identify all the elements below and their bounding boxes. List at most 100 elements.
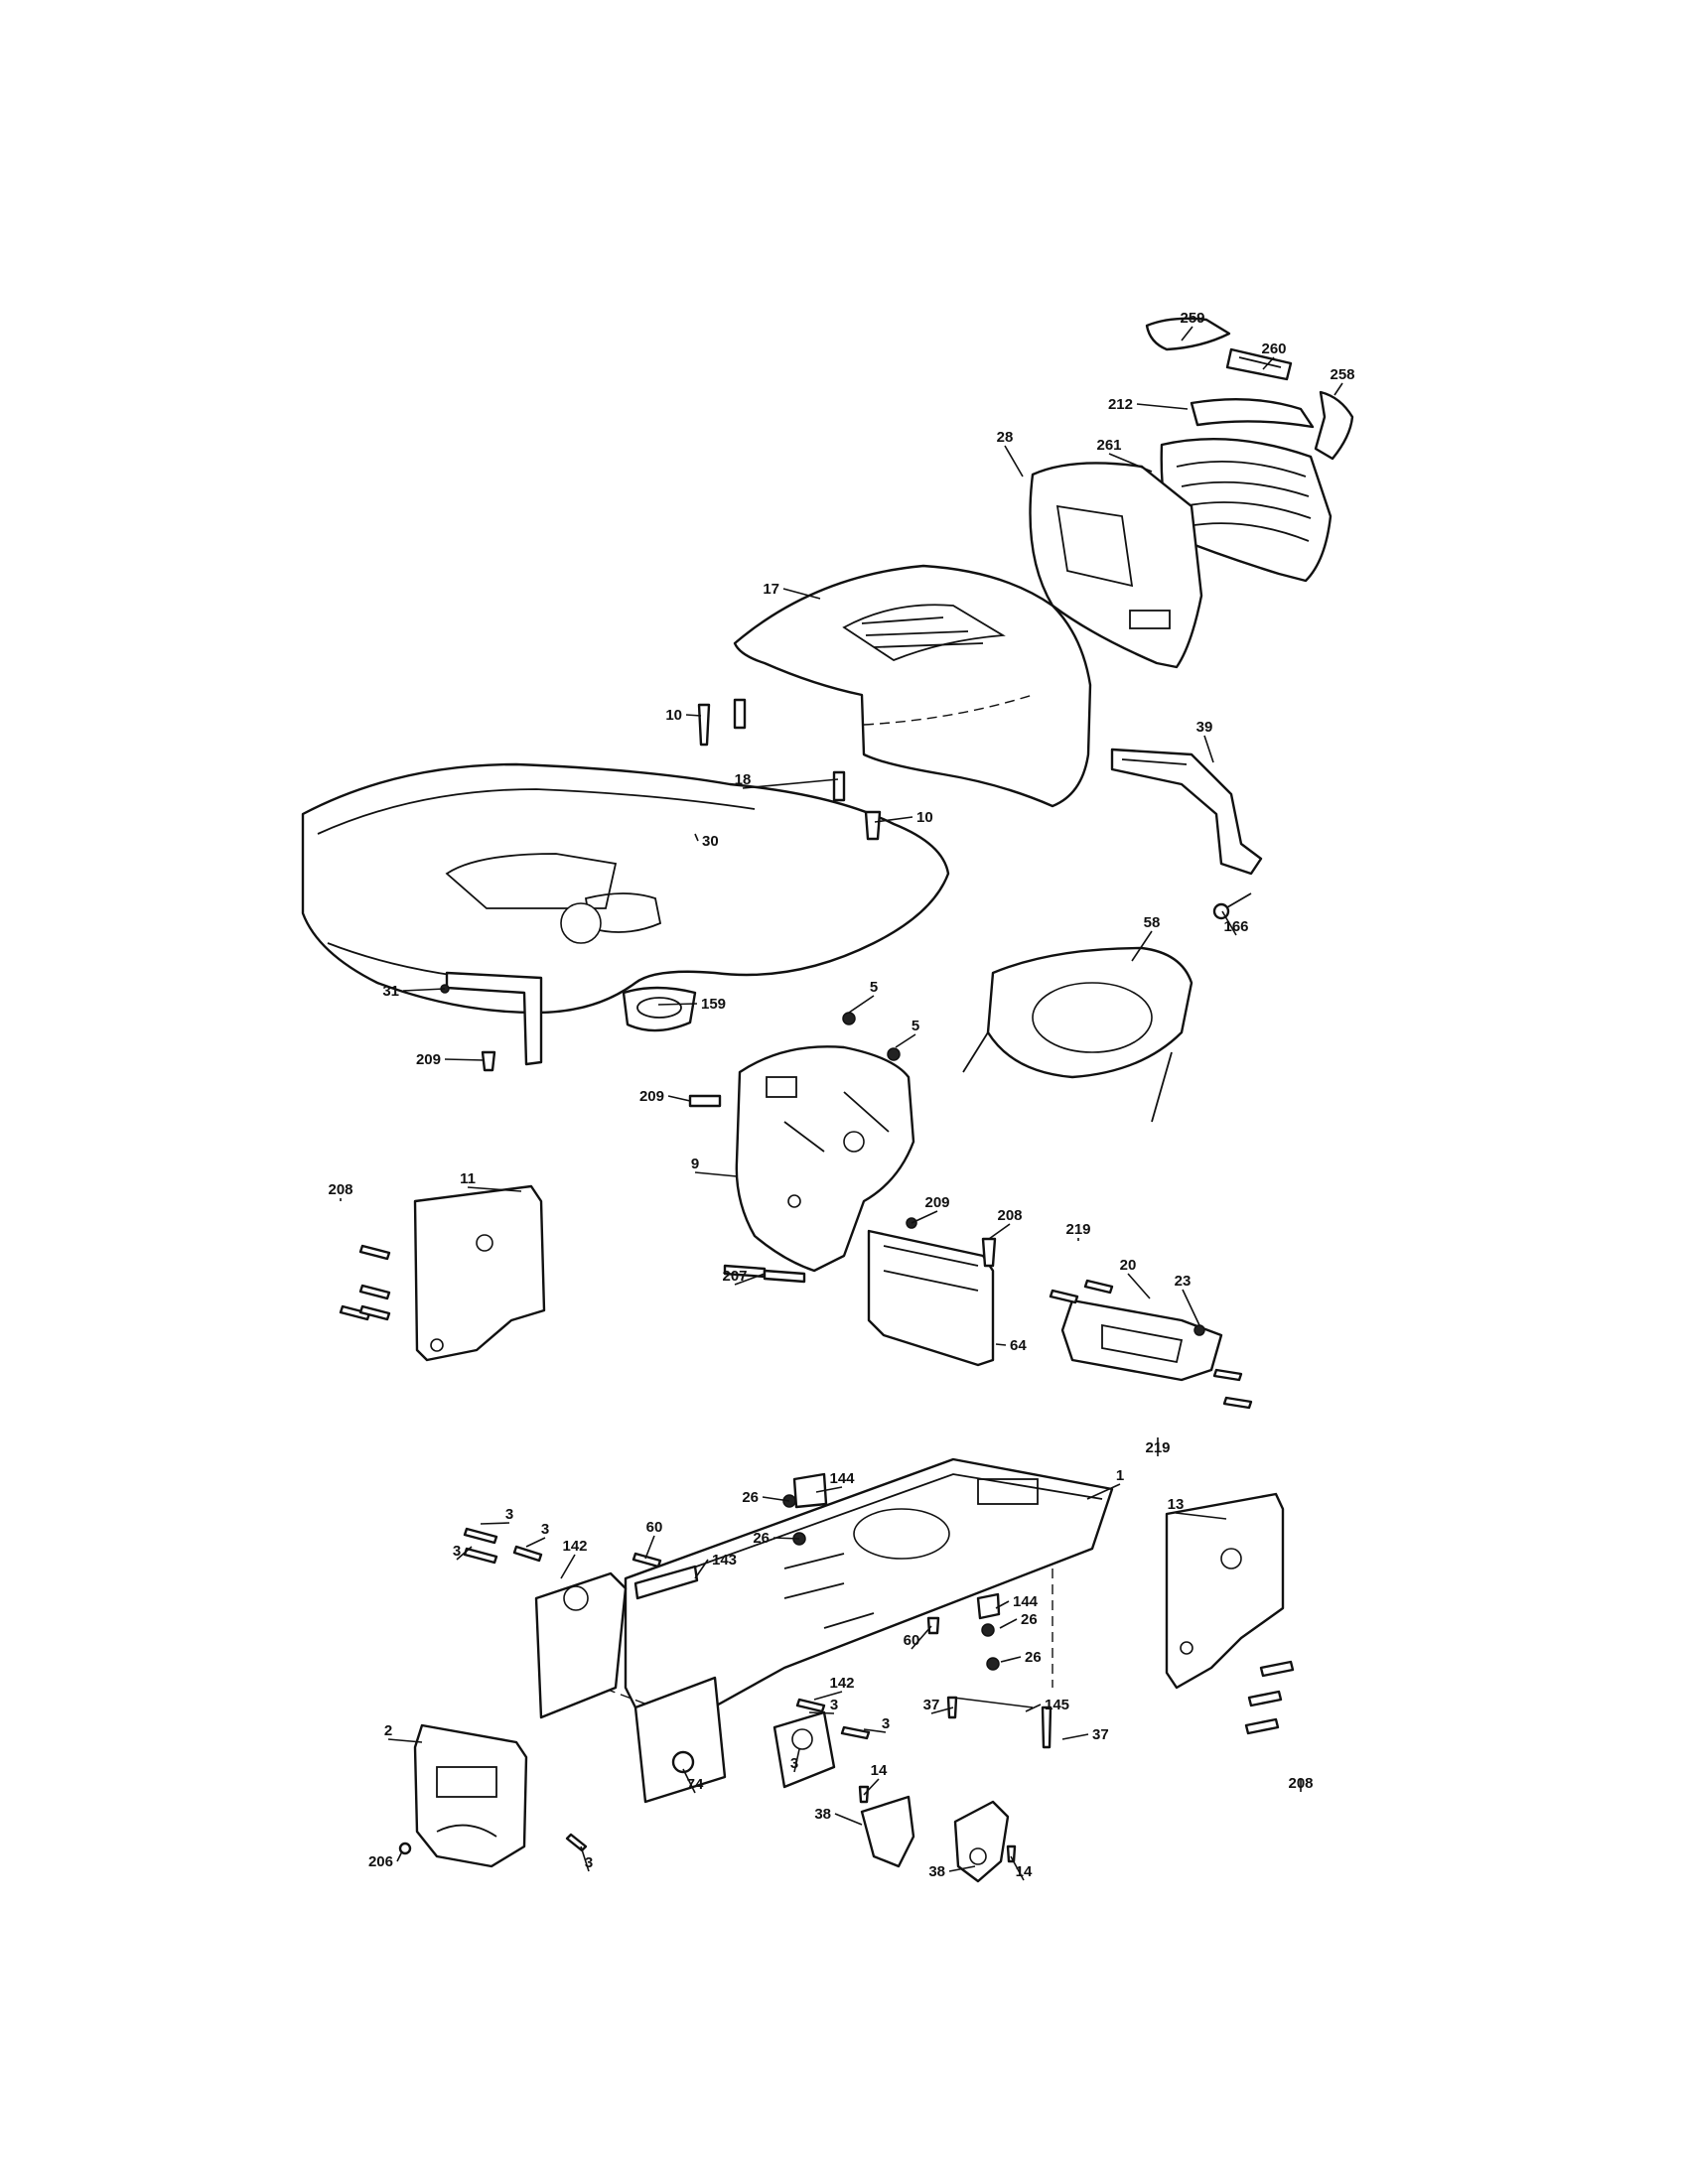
callout-label: 26 bbox=[742, 1489, 759, 1506]
callout-label: 37 bbox=[923, 1697, 940, 1713]
screw-166 bbox=[1212, 892, 1252, 920]
callout-label: 3 bbox=[505, 1506, 513, 1523]
callout-144: 144 bbox=[815, 1470, 855, 1493]
callout-label: 209 bbox=[416, 1051, 441, 1068]
leader-line bbox=[694, 1559, 709, 1579]
leader-line bbox=[995, 1343, 1007, 1346]
callout-label: 207 bbox=[722, 1268, 747, 1285]
bracket-38b bbox=[953, 1800, 1010, 1883]
mount-plate-lower bbox=[633, 1676, 727, 1804]
leader-line bbox=[988, 1223, 1011, 1240]
callout-label: 259 bbox=[1180, 310, 1204, 327]
leader-line bbox=[930, 1706, 954, 1714]
nut-23 bbox=[1193, 1324, 1205, 1336]
leader-line bbox=[948, 1865, 976, 1872]
callout-23: 23 bbox=[1175, 1273, 1200, 1326]
leader-line bbox=[734, 1273, 766, 1286]
link-rod-145 bbox=[946, 1696, 1052, 1749]
callout-label: 39 bbox=[1196, 719, 1213, 736]
callout-260: 260 bbox=[1261, 341, 1287, 370]
callout-142: 142 bbox=[560, 1538, 588, 1579]
leader-line bbox=[1131, 930, 1153, 962]
callout-label: 28 bbox=[997, 429, 1014, 446]
bushing-74 bbox=[671, 1750, 695, 1774]
callout-3: 3 bbox=[480, 1506, 513, 1525]
bolts-208a bbox=[339, 1244, 391, 1321]
leader-line bbox=[793, 1748, 800, 1773]
callout-11: 11 bbox=[460, 1170, 522, 1192]
leader-line bbox=[911, 1625, 932, 1650]
callout-label: 14 bbox=[1016, 1863, 1033, 1880]
callout-64: 64 bbox=[995, 1337, 1027, 1354]
callout-219: 219 bbox=[1145, 1437, 1171, 1456]
callout-18: 18 bbox=[735, 771, 839, 789]
callout-17: 17 bbox=[763, 581, 821, 600]
leader-line bbox=[1333, 382, 1343, 396]
callout-label: 143 bbox=[712, 1552, 737, 1569]
leader-line bbox=[1086, 1483, 1121, 1500]
leader-line bbox=[467, 1186, 522, 1192]
callout-label: 64 bbox=[1010, 1337, 1027, 1354]
brace-143 bbox=[633, 1565, 699, 1600]
callout-label: 23 bbox=[1175, 1273, 1192, 1290]
leader-line bbox=[456, 1546, 473, 1561]
leader-line bbox=[808, 1711, 835, 1714]
brackets-144 bbox=[792, 1472, 1001, 1620]
leader-line bbox=[874, 816, 913, 823]
callout-label: 144 bbox=[829, 1470, 855, 1487]
leader-line bbox=[834, 1813, 863, 1826]
callout-2: 2 bbox=[384, 1722, 423, 1743]
bolt-10b bbox=[864, 810, 882, 841]
leader-line bbox=[742, 778, 839, 789]
callout-30: 30 bbox=[694, 833, 719, 850]
callout-9: 9 bbox=[691, 1156, 738, 1177]
bolt-209b bbox=[688, 1094, 722, 1108]
callout-label: 3 bbox=[453, 1543, 461, 1560]
callout-label: 208 bbox=[1288, 1775, 1313, 1792]
leader-line bbox=[402, 988, 446, 992]
callout-26: 26 bbox=[1000, 1649, 1042, 1666]
grille-mount-bar bbox=[1190, 397, 1315, 429]
leader-line bbox=[685, 714, 702, 717]
callout-label: 26 bbox=[1021, 1611, 1038, 1628]
frame-plate-right bbox=[772, 1710, 836, 1789]
leader-line bbox=[644, 1535, 655, 1560]
callout-208: 208 bbox=[1288, 1775, 1314, 1792]
callout-label: 145 bbox=[1045, 1697, 1069, 1713]
front-panel bbox=[867, 1229, 995, 1367]
callout-label: 10 bbox=[665, 707, 682, 724]
callout-39: 39 bbox=[1196, 719, 1214, 763]
callout-31: 31 bbox=[382, 983, 446, 1000]
callout-label: 261 bbox=[1096, 437, 1121, 454]
callout-label: 37 bbox=[1092, 1726, 1109, 1743]
callout-20: 20 bbox=[1120, 1257, 1151, 1299]
leader-line bbox=[694, 1171, 738, 1177]
callout-209: 209 bbox=[416, 1051, 486, 1068]
callout-label: 208 bbox=[328, 1181, 352, 1198]
callout-label: 1 bbox=[1116, 1467, 1124, 1484]
callout-label: 3 bbox=[830, 1697, 838, 1713]
callout-label: 26 bbox=[1025, 1649, 1042, 1666]
hood bbox=[733, 564, 1092, 808]
callout-3: 3 bbox=[863, 1715, 890, 1733]
leader-line bbox=[580, 1845, 590, 1872]
callout-209: 209 bbox=[911, 1194, 950, 1224]
callout-208: 208 bbox=[328, 1181, 353, 1201]
callout-209: 209 bbox=[639, 1088, 691, 1105]
bolt-206 bbox=[398, 1842, 412, 1855]
leader-line bbox=[1221, 910, 1237, 936]
callout-label: 5 bbox=[870, 979, 878, 996]
callout-label: 38 bbox=[814, 1806, 831, 1823]
leader-line bbox=[1000, 1656, 1022, 1663]
callout-label: 26 bbox=[753, 1530, 770, 1547]
leader-line bbox=[1203, 735, 1214, 763]
callout-37: 37 bbox=[923, 1697, 954, 1714]
leader-line bbox=[1182, 1289, 1200, 1326]
callout-label: 258 bbox=[1330, 366, 1354, 383]
callout-label: 31 bbox=[382, 983, 399, 1000]
callout-143: 143 bbox=[694, 1552, 737, 1579]
callout-label: 14 bbox=[871, 1762, 888, 1779]
leader-line bbox=[815, 1486, 843, 1493]
